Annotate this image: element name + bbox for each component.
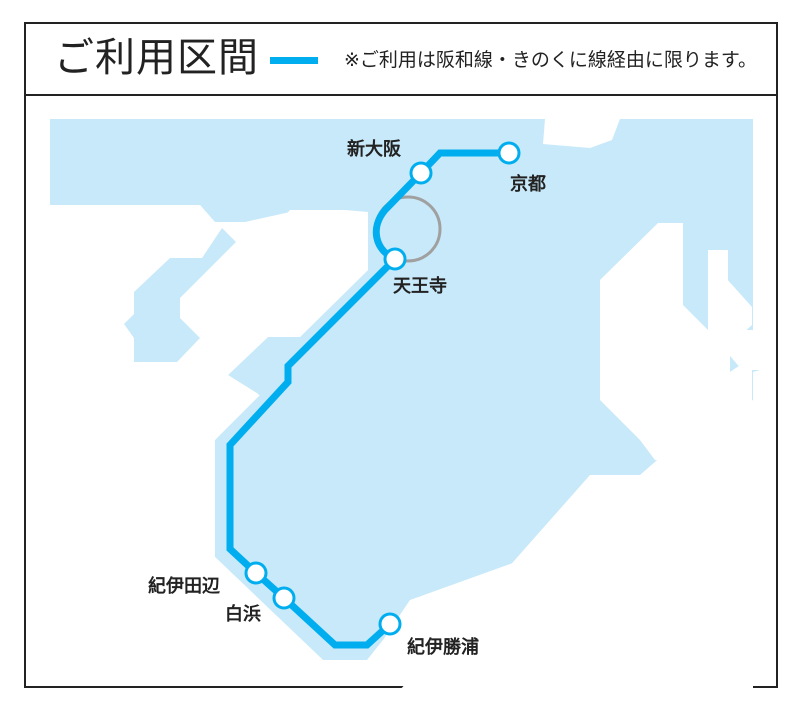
route-legend-line [270,57,318,64]
stations [244,141,521,636]
land-island-west-top [124,228,236,362]
station-marker-shin-osaka[interactable] [409,161,433,185]
station-label-shirahama: 白浜 [225,603,261,625]
station-label-kii-tanabe: 紀伊田辺 [148,575,220,597]
map-header: ご利用区間 ※ご利用は阪和線・きのくに線経由に限ります。 [26,24,776,96]
station-marker-kyoto[interactable] [497,141,521,165]
station-label-tennoji: 天王寺 [393,276,447,297]
station-marker-shirahama[interactable] [272,586,296,610]
station-marker-tennoji[interactable] [383,247,407,271]
station-marker-kii-katsuura[interactable] [378,612,402,636]
map-frame: ご利用区間 ※ご利用は阪和線・きのくに線経由に限ります。 [24,22,778,688]
map-title: ご利用区間 [54,35,259,81]
station-label-kyoto: 京都 [510,173,546,195]
water-ne-bay [543,119,620,148]
water-east [600,223,752,460]
station-label-shin-osaka: 新大阪 [347,138,402,160]
route-note: ※ご利用は阪和線・きのくに線経由に限ります。 [344,49,758,71]
station-label-kii-katsuura: 紀伊勝浦 [407,636,479,658]
station-marker-kii-tanabe[interactable] [244,561,268,585]
water-south-east [400,440,753,690]
